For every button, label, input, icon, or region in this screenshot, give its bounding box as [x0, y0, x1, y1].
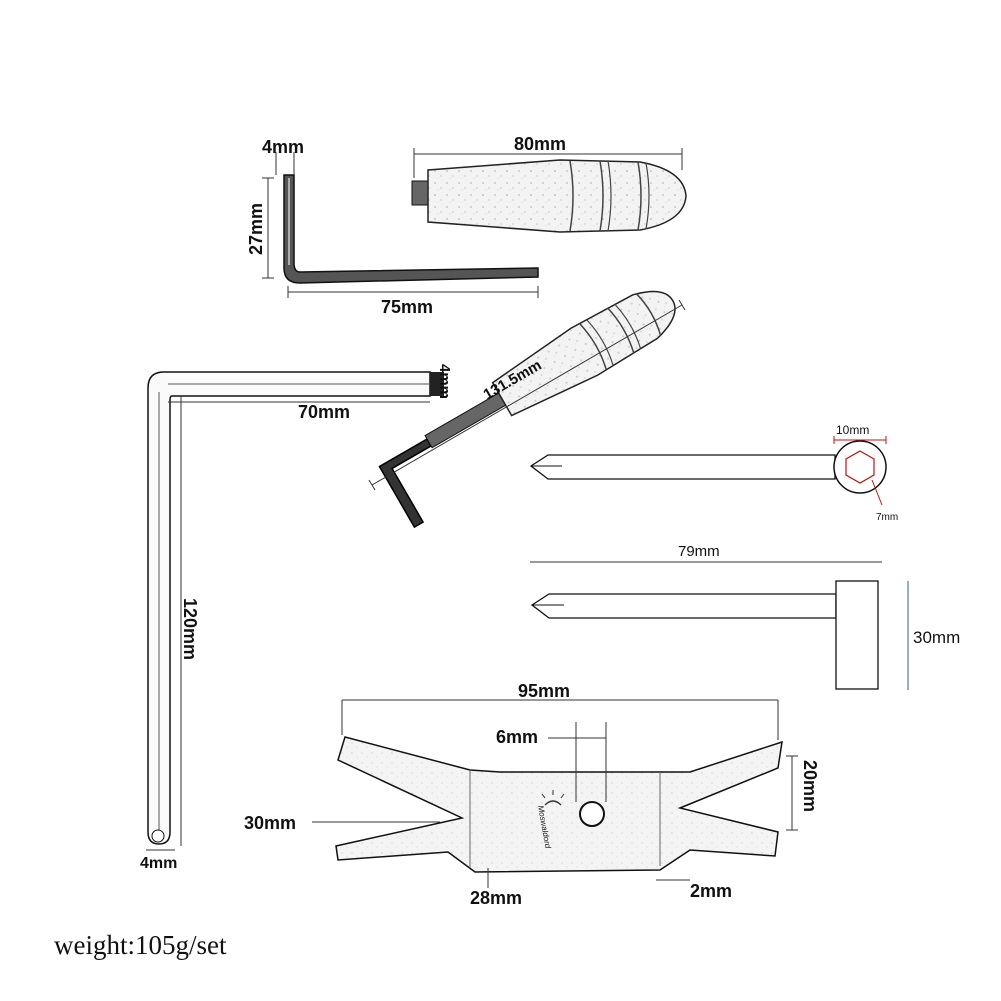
spanner-dimensions [312, 699, 798, 888]
wooden-handle [411, 159, 687, 233]
small-wrench-dimensions [262, 152, 539, 298]
label-large-wrench-arm: 70mm [298, 402, 350, 422]
label-spanner-hole: 6mm [496, 727, 538, 747]
brand-logo-icon [541, 790, 565, 806]
label-spanner-length: 95mm [518, 681, 570, 701]
handle-dimension [413, 148, 683, 178]
label-socket-hex: 7mm [876, 512, 898, 523]
label-spanner-slot: 30mm [244, 813, 296, 833]
hex-driver [378, 290, 676, 529]
label-large-wrench-thickness-top: 4mm [436, 364, 453, 399]
label-handle-length: 80mm [514, 134, 566, 154]
label-spanner-thickness: 2mm [690, 881, 732, 901]
label-tbar-length: 79mm [678, 543, 720, 560]
label-spanner-center: 28mm [470, 888, 522, 908]
large-l-wrench [147, 371, 444, 845]
spanner-wrench [335, 736, 783, 873]
label-large-wrench-height: 120mm [180, 598, 200, 660]
small-l-wrench [283, 174, 539, 284]
tbar-screwdriver [530, 561, 909, 690]
label-tbar-head: 30mm [913, 628, 960, 647]
label-small-wrench-height: 27mm [246, 203, 266, 255]
hex-driver-dimension [368, 299, 686, 491]
weight-caption: weight:105g/set [54, 930, 227, 960]
label-large-wrench-thickness-bottom: 4mm [140, 855, 177, 872]
label-spanner-height: 20mm [800, 760, 820, 812]
label-small-wrench-thickness: 4mm [262, 137, 304, 157]
large-wrench-dimensions [146, 396, 430, 851]
label-small-wrench-length: 75mm [381, 297, 433, 317]
label-socket-width: 10mm [836, 423, 869, 437]
socket-screwdriver [529, 436, 887, 506]
